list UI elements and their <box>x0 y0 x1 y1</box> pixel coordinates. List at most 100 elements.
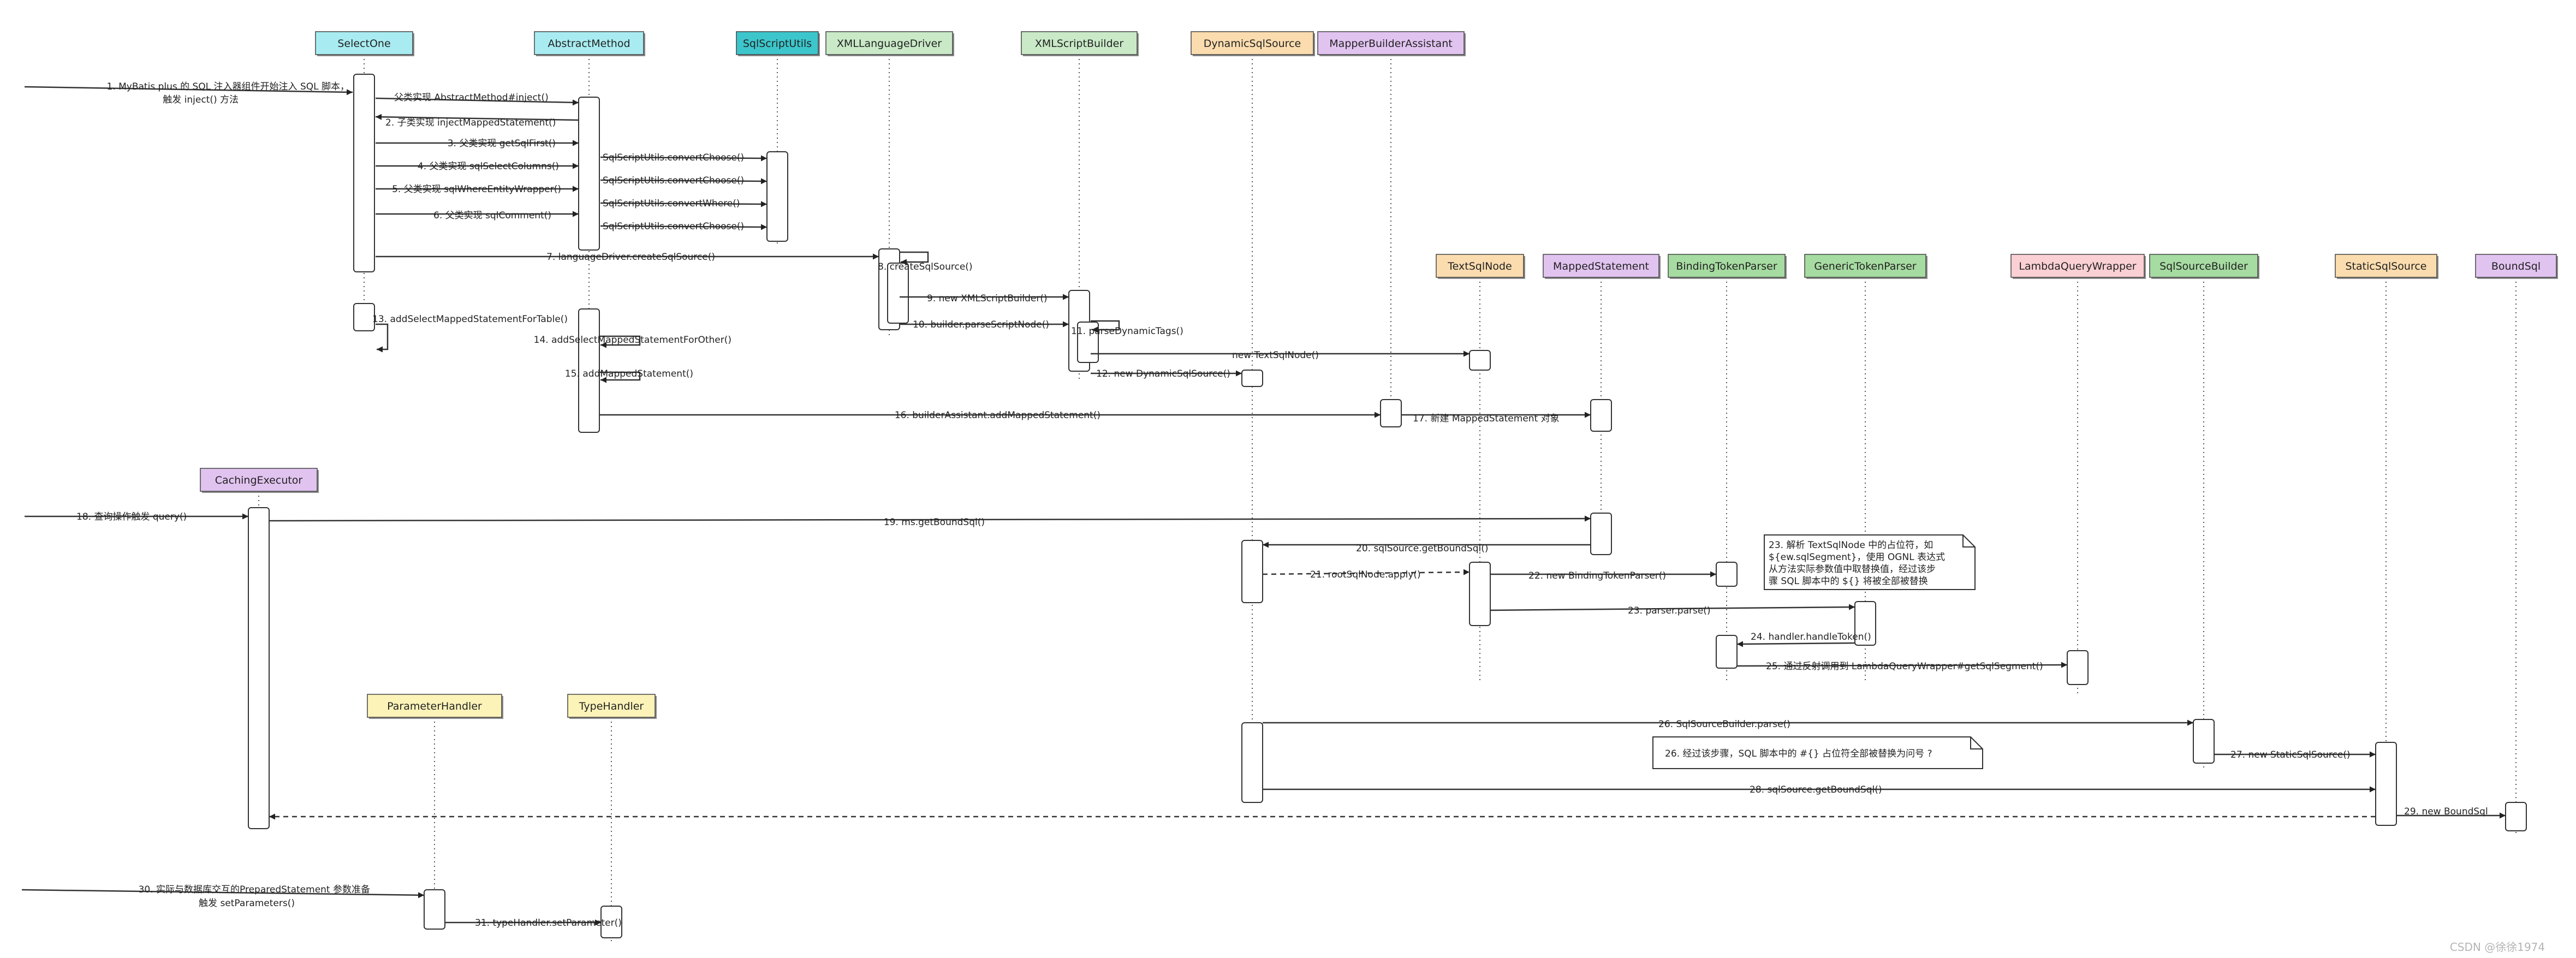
activation-bindingtokenparser <box>1716 635 1738 669</box>
note-n26: 26. 经过该步骤，SQL 脚本中的 #{} 占位符全部被替换为问号 ? <box>1652 736 1983 769</box>
msg-28-label: 28. sqlSource.getBoundSql() <box>1750 784 1882 795</box>
participant-label: TypeHandler <box>579 700 644 712</box>
msg-2a <box>375 97 579 106</box>
msg-30 <box>21 889 425 899</box>
participant-label: BoundSql <box>2491 260 2541 272</box>
participant-typehandler: TypeHandler <box>567 694 657 719</box>
msg-27-label: 27. new StaticSqlSource() <box>2230 749 2351 760</box>
participant-boundsql: BoundSql <box>2475 254 2558 279</box>
participant-label: StaticSqlSource <box>2346 260 2427 272</box>
activation-mappedstatement <box>1590 513 1612 555</box>
message-m30a: 30. 实际与数据库交互的PreparedStatement 参数准备 <box>139 884 370 895</box>
activation-staticsqlsource <box>2375 742 2397 826</box>
msg-16-label: 16. builderAssistant.addMappedStatement(… <box>895 410 1100 421</box>
loop-15-label: 15. addMappedStatement() <box>565 368 693 379</box>
note-n26-line: 26. 经过该步骤，SQL 脚本中的 #{} 占位符全部被替换为问号 ? <box>1665 748 1932 759</box>
participant-abstractmethod: AbstractMethod <box>534 31 645 56</box>
msg-5-label: 5. 父类实现 sqlWhereEntityWrapper() <box>392 184 561 195</box>
activation-mapperbuilderassistant <box>1380 399 1402 427</box>
activation-boundsql <box>2505 802 2527 831</box>
msg-17-label: 17. 新建 MappedStatement 对象 <box>1413 413 1560 424</box>
msg-s1 <box>600 155 768 162</box>
activation-abstractmethod <box>578 97 600 251</box>
msg-6-label: 6. 父类实现 sqlComment() <box>433 210 551 221</box>
participant-label: BindingTokenParser <box>1676 260 1777 272</box>
activation-sqlsourcebuilder <box>2193 719 2215 764</box>
participant-staticsqlsource: StaticSqlSource <box>2335 254 2438 279</box>
notes: 23. 解析 TextSqlNode 中的占位符，如${ew.sqlSegmen… <box>1652 534 1983 769</box>
msg-s2 <box>600 178 768 185</box>
message-labels: 父类实现 AbstractMethod#inject()2. 子类实现 inje… <box>76 81 2488 929</box>
participant-label: MapperBuilderAssistant <box>1329 38 1452 50</box>
msg-s3-label: SqlScriptUtils.convertWhere() <box>603 198 740 209</box>
msg-s1-label: SqlScriptUtils.convertChoose() <box>603 152 744 163</box>
msg-24-label: 24. handler.handleToken() <box>1751 632 1871 642</box>
msg-20-label: 20. sqlSource.getBoundSql() <box>1356 543 1489 554</box>
msg-1 <box>24 86 353 96</box>
msg-21-label: 21. rootSqlNode.apply() <box>1310 569 1421 580</box>
msg-18-label: 18. 查询操作触发 query() <box>76 511 187 522</box>
loop-15 <box>599 371 641 383</box>
activation-cachingexecutor <box>248 507 270 829</box>
participant-label: TextSqlNode <box>1447 260 1512 272</box>
msg-12-label: 12. new DynamicSqlSource() <box>1096 368 1230 379</box>
participant-bindingtokenparser: BindingTokenParser <box>1668 254 1787 279</box>
msg-2b <box>375 114 579 121</box>
activation-selectone <box>353 74 375 272</box>
note-n23-line: 23. 解析 TextSqlNode 中的占位符，如 <box>1769 540 1933 551</box>
loop-8 <box>900 251 929 265</box>
participant-label: AbstractMethod <box>548 38 630 50</box>
participant-mappedstatement: MappedStatement <box>1543 254 1661 279</box>
msg-25-label: 25. 通过反射调用到 LambdaQueryWrapper#getSqlSeg… <box>1766 661 2043 672</box>
activation-dynamicsqlsource <box>1241 540 1263 603</box>
participant-textsqlnode: TextSqlNode <box>1436 254 1525 279</box>
loop-11-label: 11. parseDynamicTags() <box>1071 326 1183 337</box>
participant-xmlscriptbuilder: XMLScriptBuilder <box>1021 31 1139 56</box>
participant-xmllanguagedriver: XMLLanguageDriver <box>825 31 954 56</box>
loop-8-label: 8. createSqlSource() <box>878 261 973 272</box>
msg-7-label: 7. languageDriver.createSqlSource() <box>546 252 715 263</box>
participant-label: SelectOne <box>337 38 390 50</box>
loop-14-label: 14. addSelectMappedStatementForOther() <box>534 335 731 346</box>
activation-parameterhandler <box>424 889 445 930</box>
msg-4-label: 4. 父类实现 sqlSelectColumns() <box>418 161 559 172</box>
loop-13 <box>376 323 389 353</box>
activations <box>248 74 2527 938</box>
msg-10-label: 10. builder.parseScriptNode() <box>913 319 1049 330</box>
message-m1a: 1. MyBatis plus 的 SQL 注入器组件开始注入 SQL 脚本， <box>106 81 349 92</box>
loop-14 <box>599 335 641 348</box>
participant-label: DynamicSqlSource <box>1204 38 1301 50</box>
participant-generictokenparser: GenericTokenParser <box>1804 254 1927 279</box>
activation-textsqlnode <box>1469 562 1491 626</box>
activation-textsqlnode <box>1469 350 1491 371</box>
message-m30b: 触发 setParameters() <box>199 898 295 909</box>
msg-26-label: 26. SqlSourceBuilder.parse() <box>1658 719 1790 730</box>
msg-s4 <box>600 224 768 230</box>
note-n23-line: 从方法实际参数值中取替换值，经过该步 <box>1769 564 1936 575</box>
msg-2a-label: 父类实现 AbstractMethod#inject() <box>394 92 549 103</box>
loop-13-label: 13. addSelectMappedStatementForTable() <box>372 314 568 325</box>
msg-25 <box>1736 662 2068 668</box>
participant-dynamicsqlsource: DynamicSqlSource <box>1191 31 1315 56</box>
participant-label: SqlSourceBuilder <box>2159 260 2248 272</box>
activation-xmllanguagedriver <box>887 263 909 324</box>
participant-lambdaquerywrapper: LambdaQueryWrapper <box>2010 254 2146 279</box>
msg-31-label: 31. typeHandler.setParameter() <box>475 918 622 929</box>
activation-dynamicsqlsource <box>1241 370 1263 387</box>
participant-sqlsourcebuilder: SqlSourceBuilder <box>2149 254 2259 279</box>
msg-24 <box>1736 641 1855 647</box>
msg-txt-label: new TextSqlNode() <box>1232 350 1319 361</box>
activation-selectone <box>353 303 375 331</box>
participant-selectone: SelectOne <box>315 31 414 56</box>
participant-mapperbuilderassistant: MapperBuilderAssistant <box>1317 31 1466 56</box>
message-m1b: 触发 inject() 方法 <box>163 94 239 105</box>
participant-label: XMLLanguageDriver <box>837 38 942 50</box>
note-n23-line: 骤 SQL 脚本中的 ${} 将被全部被替换 <box>1769 576 1928 587</box>
participant-parameterhandler: ParameterHandler <box>367 694 503 719</box>
msg-9-label: 9. new XMLScriptBuilder() <box>927 293 1048 304</box>
note-n23: 23. 解析 TextSqlNode 中的占位符，如${ew.sqlSegmen… <box>1764 534 1976 590</box>
message-arrows <box>21 86 2506 926</box>
participant-label: GenericTokenParser <box>1814 260 1916 272</box>
